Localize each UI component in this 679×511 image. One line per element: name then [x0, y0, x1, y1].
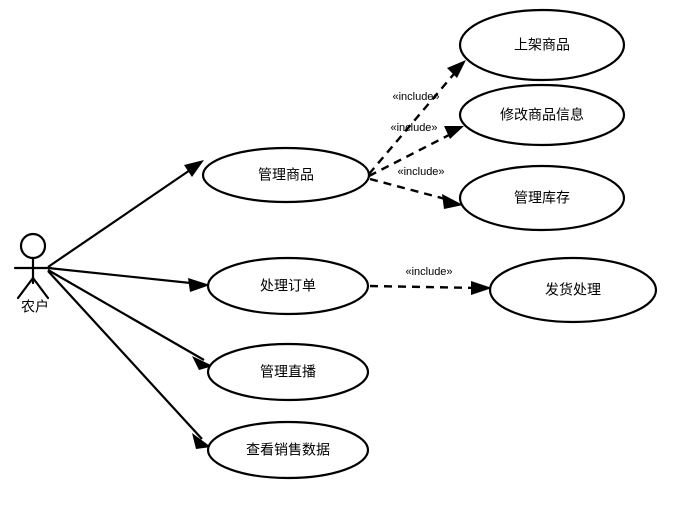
association-line [47, 270, 203, 440]
association-farmer-view-sales-data[interactable] [47, 270, 211, 449]
use-case-ellipse [458, 164, 626, 232]
use-case-label: 管理商品 [258, 167, 314, 183]
actor-farmer[interactable]: 农户 [13, 232, 53, 315]
use-case-label: 修改商品信息 [500, 107, 584, 123]
include-stereotype-label: «include» [405, 266, 452, 278]
use-case-ellipse [206, 256, 370, 316]
include-dashed-line [369, 284, 482, 290]
include-manage-products-to-list-products[interactable]: «include» [368, 60, 466, 175]
include-stereotype-label: «include» [397, 166, 444, 178]
use-case-label: 查看销售数据 [246, 442, 330, 458]
use-case-label: 管理库存 [514, 190, 570, 206]
use-case-label: 处理订单 [260, 278, 316, 294]
arrowhead-open [442, 194, 463, 209]
arrowhead-open [471, 281, 492, 295]
use-case-ellipse [458, 83, 626, 147]
actor-right-leg-line [31, 276, 50, 300]
actor-label: 农户 [21, 299, 49, 315]
use-case-manage-inventory[interactable]: 管理库存 [458, 164, 626, 232]
use-case-manage-livestream[interactable]: 管理直播 [206, 342, 370, 402]
include-dashed-line [368, 130, 456, 178]
use-case-label: 管理直播 [260, 364, 316, 380]
arrowhead-open [447, 60, 466, 78]
association-line [47, 165, 197, 268]
arrowhead-solid [192, 356, 213, 370]
actor-left-leg-line [16, 276, 35, 300]
arrowhead-solid [192, 433, 211, 449]
association-farmer-manage-livestream[interactable] [47, 269, 213, 370]
use-case-ellipse [206, 342, 370, 402]
use-case-manage-products[interactable]: 管理商品 [201, 146, 371, 204]
use-case-label: 上架商品 [514, 37, 570, 53]
use-case-ellipse [206, 420, 370, 480]
include-manage-products-to-modify-product-info[interactable]: «include» [368, 122, 464, 178]
include-dashed-line [369, 177, 454, 203]
arrowhead-open [444, 126, 464, 139]
actor-head-icon [19, 232, 47, 260]
arrowhead-solid [188, 278, 210, 292]
use-case-list-products[interactable]: 上架商品 [458, 8, 626, 82]
include-stereotype-label: «include» [390, 122, 437, 134]
use-case-shipping-handling[interactable]: 发货处理 [488, 256, 658, 324]
use-case-process-orders[interactable]: 处理订单 [206, 256, 370, 316]
arrowhead-solid [184, 160, 204, 177]
association-line [47, 266, 201, 286]
use-case-modify-product-info[interactable]: 修改商品信息 [458, 83, 626, 147]
include-process-orders-to-shipping-handling[interactable]: «include» [369, 266, 492, 295]
association-farmer-process-orders[interactable] [47, 266, 210, 292]
include-dashed-line [368, 67, 460, 175]
use-case-ellipse [488, 256, 658, 324]
include-stereotype-label: «include» [392, 91, 439, 103]
use-case-ellipse [201, 146, 371, 204]
use-case-ellipse [458, 8, 626, 82]
association-farmer-manage-products[interactable] [47, 160, 204, 268]
association-line [47, 269, 205, 361]
use-case-view-sales-data[interactable]: 查看销售数据 [206, 420, 370, 480]
include-manage-products-to-manage-inventory[interactable]: «include» [369, 166, 463, 209]
use-case-label: 发货处理 [545, 282, 601, 298]
